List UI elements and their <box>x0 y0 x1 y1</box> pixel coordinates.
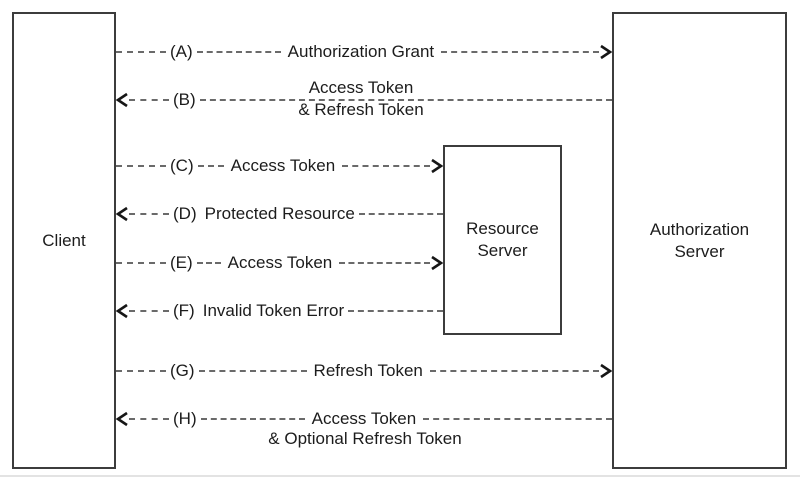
dashed-line-segment <box>197 165 224 167</box>
arrowhead-left-icon <box>116 92 128 108</box>
arrow-row-c: (C) Access Token <box>116 155 443 177</box>
dashed-line-segment <box>423 418 612 420</box>
arrow-a-message: Authorization Grant <box>287 42 435 61</box>
step-a-label: (A) <box>170 42 193 61</box>
arrow-e-message: Access Token <box>227 253 333 272</box>
step-d-label: (D) <box>173 204 197 223</box>
arrow-h-message-line1: Access Token <box>311 409 417 428</box>
resource-server-label-line1: Resource <box>466 219 539 238</box>
dashed-line-segment <box>129 418 169 420</box>
dashed-line-segment <box>342 165 430 167</box>
arrowhead-right-icon <box>431 158 443 174</box>
dashed-line-segment <box>348 310 443 312</box>
arrow-row-d: (D) Protected Resource <box>116 203 443 225</box>
resource-server-node: Resource Server <box>443 145 562 335</box>
arrow-row-b: (B) <box>116 89 612 111</box>
dashed-line-segment <box>116 51 166 53</box>
arrow-c-message: Access Token <box>230 156 336 175</box>
step-g-label: (G) <box>170 361 195 380</box>
client-node: Client <box>12 12 116 469</box>
dashed-line-segment <box>129 213 169 215</box>
dashed-line-segment <box>116 165 166 167</box>
arrow-b-message: Access Token & Refresh Token <box>255 77 467 121</box>
arrow-b-message-line2: & Refresh Token <box>298 100 424 119</box>
arrowhead-left-icon <box>116 206 128 222</box>
authorization-server-label-line1: Authorization <box>649 219 750 239</box>
arrowhead-right-icon <box>431 255 443 271</box>
page-bottom-rule <box>0 475 800 477</box>
dashed-line-segment <box>198 370 307 372</box>
dashed-line-segment <box>196 262 221 264</box>
arrow-g-message: Refresh Token <box>313 361 423 380</box>
dashed-line-segment <box>199 99 612 101</box>
dashed-line-segment <box>200 418 305 420</box>
arrow-row-f: (F) Invalid Token Error <box>116 300 443 322</box>
step-b-label: (B) <box>173 90 196 109</box>
arrow-d-message: Protected Resource <box>204 204 355 223</box>
arrow-row-g: (G) Refresh Token <box>116 360 612 382</box>
dashed-line-segment <box>339 262 430 264</box>
arrowhead-left-icon <box>116 411 128 427</box>
step-c-label: (C) <box>170 156 194 175</box>
arrowhead-right-icon <box>600 44 612 60</box>
dashed-line-segment <box>129 99 169 101</box>
arrowhead-left-icon <box>116 303 128 319</box>
dashed-line-segment <box>116 370 166 372</box>
dashed-line-segment <box>441 51 599 53</box>
step-f-label: (F) <box>173 301 195 320</box>
arrowhead-right-icon <box>600 363 612 379</box>
step-h-label: (H) <box>173 409 197 428</box>
resource-server-label-line2: Server <box>477 241 528 260</box>
authorization-server-node: Authorization Server <box>612 12 787 469</box>
step-e-label: (E) <box>170 253 193 272</box>
client-node-label: Client <box>42 230 86 250</box>
dashed-line-segment <box>196 51 281 53</box>
authorization-server-label-line2: Server <box>674 241 725 261</box>
arrow-b-message-line1: Access Token <box>308 78 414 97</box>
arrow-row-h: (H) Access Token <box>116 408 612 430</box>
arrow-f-message: Invalid Token Error <box>202 301 345 320</box>
dashed-line-segment <box>116 262 166 264</box>
dashed-line-segment <box>129 310 169 312</box>
arrow-h-message-line2: & Optional Refresh Token <box>268 429 462 448</box>
dashed-line-segment <box>429 370 599 372</box>
arrow-row-a: (A) Authorization Grant <box>116 41 612 63</box>
dashed-line-segment <box>358 213 443 215</box>
arrow-row-e: (E) Access Token <box>116 252 443 274</box>
